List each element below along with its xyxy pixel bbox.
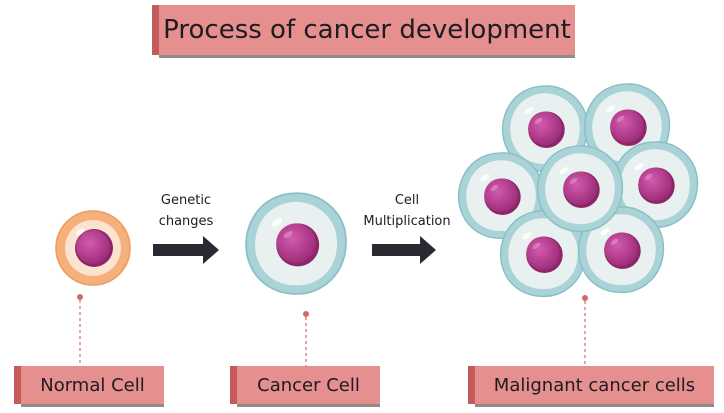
page-title: Process of cancer development	[163, 15, 571, 45]
title-banner: Process of cancer development	[152, 5, 575, 58]
step-label-line: Genetic	[160, 193, 212, 208]
step-label-cell-multiplication: Cell Multiplication	[352, 190, 462, 232]
step-label-line: Multiplication	[363, 214, 451, 229]
connector-malignant	[582, 295, 588, 366]
arrow-genetic-changes	[153, 236, 219, 264]
label-malignant-cells-text: Malignant cancer cells	[493, 374, 696, 396]
connector-normal	[77, 294, 83, 366]
normal-cell	[55, 210, 131, 286]
cancer-cell	[245, 192, 347, 295]
label-cancer-cell-text: Cancer Cell	[257, 374, 360, 396]
label-cancer-cell: Cancer Cell	[230, 366, 380, 407]
arrow-cell-multiplication	[372, 236, 436, 264]
label-normal-cell: Normal Cell	[14, 366, 164, 407]
connector-cancer	[303, 311, 309, 366]
label-malignant-cells: Malignant cancer cells	[468, 366, 714, 407]
label-normal-cell-text: Normal Cell	[40, 374, 145, 396]
step-label-genetic-changes: Genetic changes	[145, 190, 227, 232]
malignant-cluster	[457, 83, 699, 298]
step-label-line: changes	[158, 214, 214, 229]
step-label-line: Cell	[394, 193, 420, 208]
